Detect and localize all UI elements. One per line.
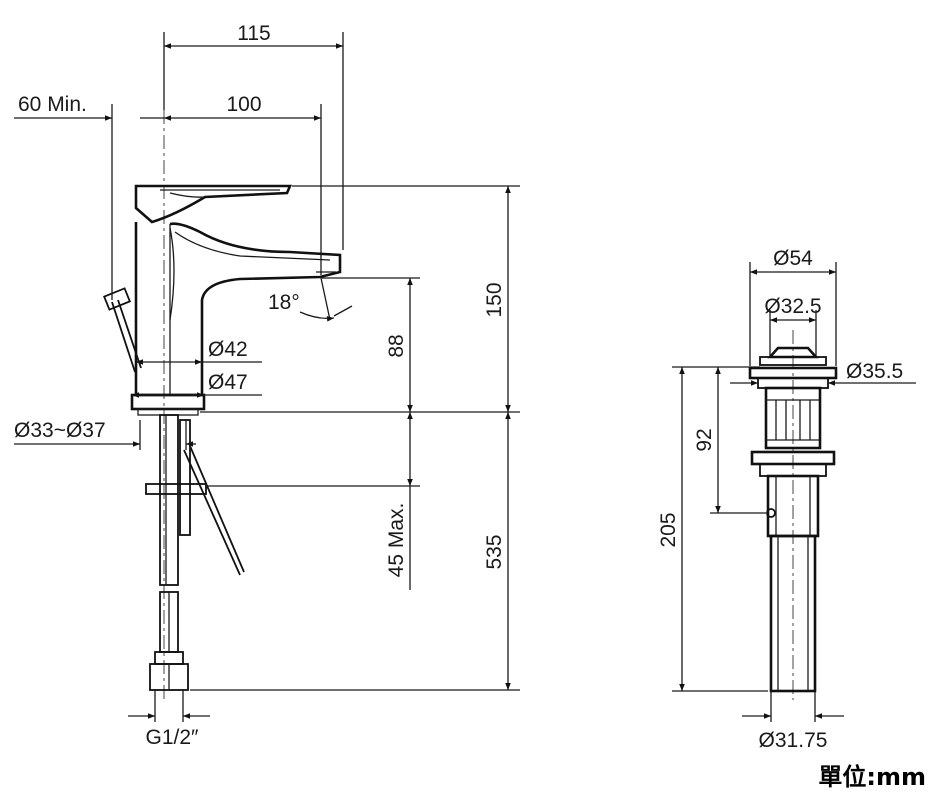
dim-inlet-thread: G1/2″ <box>146 726 200 749</box>
pop-up-rod-hole <box>766 508 776 518</box>
drain-tailpiece <box>769 534 817 693</box>
faucet-drawing <box>103 110 342 700</box>
faucet-shank <box>159 414 179 586</box>
faucet-dimensions: 115 100 60 Min. 150 88 18° Ø42 Ø47 <box>14 22 520 749</box>
dim-hole-dia: Ø33~Ø37 <box>14 419 106 442</box>
dim-hose-length: 535 <box>483 534 506 569</box>
dim-tail-dia: Ø31.75 <box>759 729 828 752</box>
drain-body <box>764 386 822 450</box>
pull-knob <box>103 287 131 311</box>
faucet-lever <box>134 184 292 224</box>
dim-height-to-rod: 92 <box>693 428 716 451</box>
dim-lever-clearance: 60 Min. <box>18 93 87 116</box>
dim-spout-angle: 18° <box>268 291 300 314</box>
drain-drawing <box>748 330 838 700</box>
dim-overall-reach: 115 <box>237 22 270 45</box>
dim-height-overall: 150 <box>483 282 506 317</box>
dim-cap-dia: Ø32.5 <box>764 295 821 318</box>
dim-overflow-dia: Ø35.5 <box>846 360 903 383</box>
dim-spout-reach: 100 <box>226 93 261 116</box>
dim-body-dia-base: Ø47 <box>208 371 248 394</box>
dim-spout-height: 88 <box>385 334 408 357</box>
dim-drain-overall-height: 205 <box>657 512 680 547</box>
pull-rod <box>183 449 241 576</box>
drain-dimensions: Ø54 Ø32.5 Ø35.5 92 205 Ø31.75 <box>657 247 916 752</box>
unit-label: 單位:mm <box>818 763 926 791</box>
dim-flange-dia: Ø54 <box>773 247 813 270</box>
dim-body-dia-upper: Ø42 <box>208 338 248 361</box>
dim-deck-thickness: 45 Max. <box>385 503 408 578</box>
faucet-base <box>130 393 206 411</box>
mounting-nut <box>145 483 207 495</box>
faucet-body <box>134 222 342 397</box>
